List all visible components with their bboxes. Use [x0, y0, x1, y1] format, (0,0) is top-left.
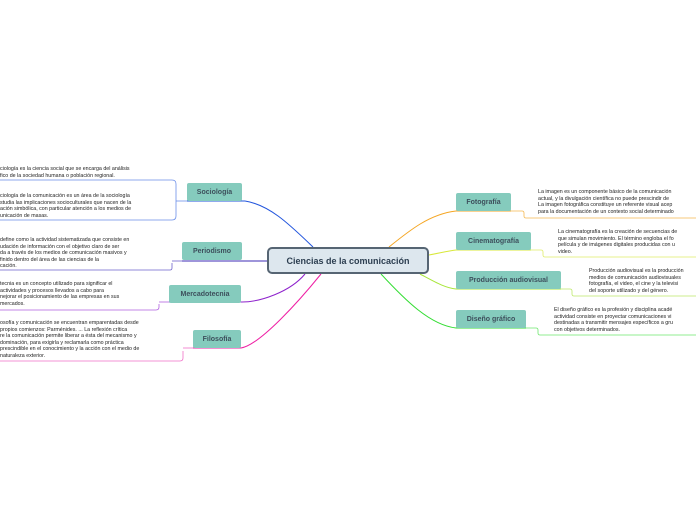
- note-produccion-audiovisual: Producción audiovisual es la producción …: [589, 268, 684, 294]
- note-bracket-sociologia: [0, 179, 177, 221]
- note-bracket-filosofia: [0, 351, 184, 362]
- topic-periodismo[interactable]: Periodismo: [182, 242, 242, 260]
- note-mercadotecnia: tecnia es un concepto utilizado para sig…: [0, 281, 120, 307]
- note-fotografia: La imagen es un componente básico de la …: [538, 189, 674, 215]
- link-cinematografia: [428, 249, 457, 256]
- note-bracket-cinematografia: [531, 249, 696, 258]
- note-periodismo: define como la actividad sistematizada q…: [0, 237, 130, 270]
- note-sociologia: ciología de la comunicación es un área d…: [0, 193, 132, 219]
- link-filosofia: [240, 273, 322, 349]
- topic-sociologia[interactable]: Sociología: [187, 183, 242, 201]
- topic-mercadotecnia[interactable]: Mercadotecnia: [169, 285, 241, 303]
- topic-fotografia[interactable]: Fotografía: [456, 193, 511, 211]
- topic-diseno-grafico[interactable]: Diseño gráfico: [456, 310, 526, 328]
- topic-cinematografia[interactable]: Cinematografía: [456, 232, 531, 250]
- link-sociologia: [244, 200, 314, 248]
- central-topic[interactable]: Ciencias de la comunicación: [267, 247, 429, 274]
- note-bracket-fotografia: [511, 210, 696, 219]
- note-bracket-mercadotecnia: [0, 304, 160, 311]
- note-bracket-produccion: [561, 288, 696, 297]
- link-produccion: [419, 273, 457, 290]
- note-bracket-diseno: [526, 327, 696, 336]
- note-diseno-grafico: El diseño gráfico es la profesión y disc…: [554, 307, 673, 333]
- note-sociologia-definition: ciología es la ciencia social que se enc…: [0, 166, 130, 179]
- link-mercadotecnia: [241, 273, 306, 303]
- note-filosofia: osofía y comunicación se encuentran empa…: [0, 320, 140, 359]
- note-cinematografia: La cinematografía es la creación de secu…: [558, 229, 678, 255]
- note-bracket-periodismo: [0, 263, 173, 271]
- link-diseno: [380, 273, 457, 329]
- topic-produccion-audiovisual[interactable]: Producción audiovisual: [456, 271, 561, 289]
- topic-filosofia[interactable]: Filosofía: [193, 330, 241, 348]
- link-fotografia: [388, 210, 457, 248]
